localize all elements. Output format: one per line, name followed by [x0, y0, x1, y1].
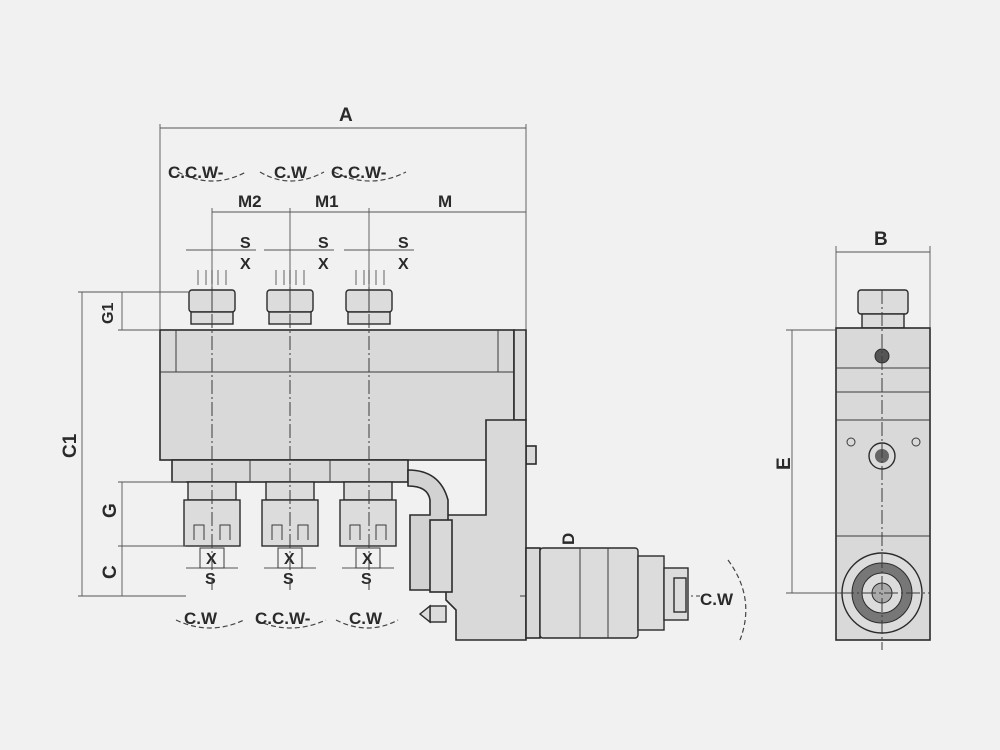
label-d: D: [559, 533, 578, 545]
top-s-2: S: [318, 235, 329, 252]
bottom-s-1: S: [205, 571, 216, 588]
side-view: B E: [774, 229, 931, 650]
top-x-3: X: [398, 256, 409, 273]
top-rotation-arrows: C.C.W- C.W C.C.W-: [168, 163, 407, 182]
bottom-rotation-3: C.W: [349, 609, 383, 628]
label-c: C: [100, 565, 121, 579]
drive-rotation: C.W: [700, 590, 734, 609]
label-c1: C1: [60, 433, 81, 458]
bottom-rotation-2: C.C.W-: [255, 609, 310, 628]
top-rotation-3: C.C.W-: [331, 163, 386, 182]
bottom-rotation-arrows: C.W C.C.W- C.W: [175, 609, 399, 629]
label-m2: M2: [238, 192, 262, 211]
top-s-1: S: [240, 235, 251, 252]
label-b: B: [874, 229, 888, 250]
bottom-rotation-1: C.W: [184, 609, 218, 628]
top-s-3: S: [398, 235, 409, 252]
label-g: G: [100, 503, 121, 518]
top-rotation-2: C.W: [274, 163, 308, 182]
label-g1: G1: [100, 303, 117, 324]
drive-shaft: D C.W: [525, 533, 747, 641]
bottom-s-2: S: [283, 571, 294, 588]
label-a: A: [339, 105, 353, 126]
top-x-2: X: [318, 256, 329, 273]
top-sx-markers: S X S X S X: [186, 235, 414, 285]
top-x-1: X: [240, 256, 251, 273]
bottom-s-3: S: [361, 571, 372, 588]
label-m1: M1: [315, 192, 339, 211]
top-rotation-1: C.C.W-: [168, 163, 223, 182]
grease-nipple: [418, 604, 447, 624]
label-e: E: [774, 457, 795, 470]
dimension-m-row: M2 M1 M: [211, 192, 526, 290]
front-view: A M2 M1 M C.C.W- C.W C.C.W- S X: [60, 105, 747, 641]
left-dimensions: G1 C1 G C: [60, 291, 190, 597]
bottom-x-3: X: [362, 551, 373, 568]
label-m: M: [438, 192, 452, 211]
main-body: [159, 329, 537, 641]
